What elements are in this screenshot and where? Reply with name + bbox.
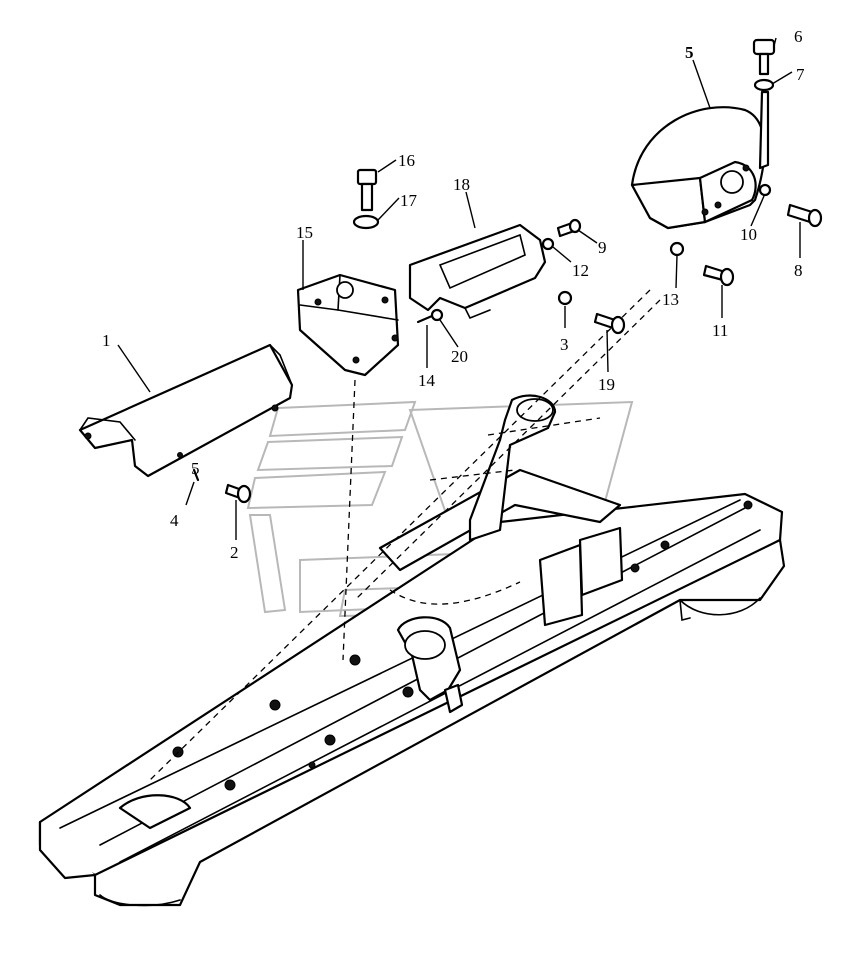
callout-15: 15	[296, 223, 313, 242]
callout-11: 11	[712, 321, 728, 340]
bolt-16	[356, 168, 378, 212]
washer-17	[352, 214, 380, 230]
callout-13: 13	[662, 290, 679, 309]
callout-9: 9	[598, 238, 607, 257]
callout-14: 14	[418, 371, 436, 390]
nut-20	[430, 308, 444, 322]
callout-6: 6	[794, 27, 803, 46]
callout-20: 20	[451, 347, 468, 366]
bolt-11	[702, 264, 735, 287]
bolt-6	[752, 38, 776, 76]
bolt-8	[786, 203, 823, 228]
callout-18: 18	[453, 175, 470, 194]
callout-labels: 1 2 3 4 5 5 6 7 8 9 10 11 12 13 14 15 16…	[102, 27, 805, 562]
callout-19: 19	[598, 375, 615, 394]
bolt-9	[556, 218, 582, 238]
drive-cover-5	[630, 106, 766, 230]
callout-17: 17	[400, 191, 418, 210]
callout-4: 4	[170, 511, 179, 530]
callout-8: 8	[794, 261, 803, 280]
callout-5-pin: 5	[191, 459, 200, 478]
washer-7	[753, 78, 775, 92]
cover-plate-1	[78, 343, 294, 478]
callout-7: 7	[796, 65, 805, 84]
nut-3	[557, 290, 573, 306]
callout-1: 1	[102, 331, 111, 350]
pin-14	[416, 314, 434, 324]
fasteners	[192, 38, 823, 504]
rod-7	[758, 90, 770, 170]
callout-2: 2	[230, 543, 239, 562]
bolt-19	[593, 312, 626, 335]
callout-3: 3	[560, 335, 569, 354]
nut-12	[541, 237, 555, 251]
callout-16: 16	[398, 151, 415, 170]
nut-10	[758, 183, 772, 197]
callout-12: 12	[572, 261, 589, 280]
assembly-lines	[149, 289, 661, 781]
nut-13	[669, 241, 685, 257]
track-frame	[38, 394, 786, 907]
shroud-18	[408, 223, 547, 320]
bracket-15	[296, 273, 400, 377]
leader-lines	[117, 37, 801, 540]
callout-10: 10	[740, 225, 757, 244]
callout-5: 5	[685, 43, 694, 62]
pin-4	[192, 468, 200, 482]
bolt-2	[224, 483, 252, 504]
